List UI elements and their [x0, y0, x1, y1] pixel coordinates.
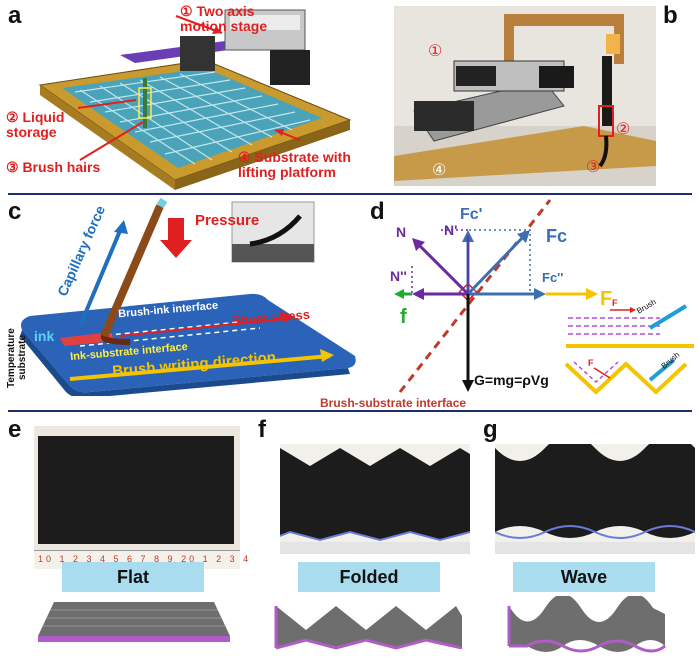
- panel-a: a ① Two axis m: [0, 0, 385, 190]
- wave-sample-photo: [495, 444, 695, 554]
- setup-photo: [394, 6, 656, 186]
- label-flat: Flat: [62, 562, 204, 592]
- label-pressure: Pressure: [195, 212, 260, 229]
- panel-e: e 10 1 2 3 4 5 6 7 8 9 20 1 2 3 4 Flat: [0, 414, 250, 658]
- folded-model-render: [274, 606, 463, 650]
- marker-3: ③: [586, 159, 601, 176]
- label-two-axis: ① Two axis motion stage: [180, 3, 268, 34]
- label-substrate: ④ Substrate with lifting platform: [238, 149, 351, 180]
- flat-sample-photo: [34, 426, 240, 569]
- panel-d-diagram: [394, 199, 696, 395]
- panel-letter-a: a: [8, 2, 22, 29]
- label-brush-substrate-interface: Brush-substrate interface: [320, 396, 467, 410]
- panel-g: g Wave: [475, 414, 700, 658]
- label-Fc: Fc: [546, 226, 568, 246]
- label-Fc-dprime: Fc'': [542, 270, 564, 285]
- label-wave: Wave: [513, 562, 655, 592]
- panel-f: f Folded: [250, 414, 475, 658]
- label-temperature-substrate: Temperature substrate: [6, 328, 28, 388]
- folded-sample-photo: [280, 444, 470, 554]
- label-F: F: [600, 288, 613, 310]
- label-liquid-storage: ② Liquid storage: [6, 109, 65, 140]
- label-brush-hairs: ③ Brush hairs: [6, 159, 101, 175]
- ruler-scale: 10 1 2 3 4 5 6 7 8 9 20 1 2 3 4: [38, 554, 252, 564]
- panel-a-illustration: [38, 9, 352, 190]
- label-inset-F-1: F: [612, 298, 618, 308]
- label-f: f: [400, 306, 407, 328]
- marker-2: ②: [616, 121, 631, 138]
- marker-4: ④: [432, 162, 447, 179]
- panel-letter-b: b: [663, 2, 678, 29]
- panel-c-illustration: [20, 197, 356, 396]
- divider-bottom: [8, 410, 692, 412]
- label-Fc-prime: Fc': [460, 206, 483, 223]
- panel-letter-c: c: [8, 198, 22, 225]
- label-gravity: G=mg=ρVg: [474, 372, 549, 388]
- label-N-dprime: N'': [390, 268, 407, 284]
- marker-1: ①: [428, 43, 443, 60]
- wave-model-render: [507, 596, 666, 653]
- panel-b: b ① ② ③ ④: [388, 0, 700, 190]
- flat-model-render: [38, 602, 230, 642]
- panel-letter-g: g: [483, 416, 498, 443]
- panel-letter-e: e: [8, 416, 22, 443]
- panel-letter-f: f: [258, 416, 266, 443]
- divider-top: [8, 193, 692, 195]
- panel-c: c Pressure Capillary force Brush-ink int…: [0, 196, 380, 396]
- panel-letter-d: d: [370, 198, 385, 225]
- label-inset-F-2: F: [588, 358, 594, 368]
- label-N: N: [396, 224, 407, 240]
- label-N-prime: N': [444, 222, 458, 238]
- label-ink: ink: [34, 328, 55, 344]
- panel-d: d: [320, 196, 700, 410]
- label-folded: Folded: [298, 562, 440, 592]
